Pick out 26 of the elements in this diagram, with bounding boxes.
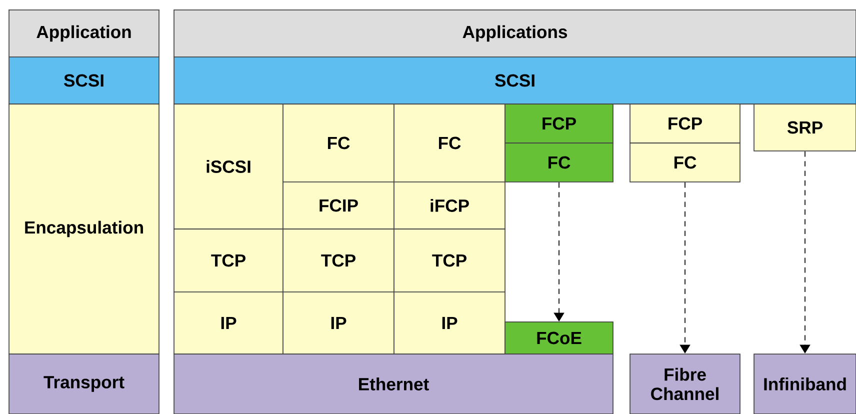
protocol-box: IP [174,292,284,354]
protocol-box: SRP [754,104,856,152]
layer-label: Encapsulation [8,104,160,354]
protocol-box: Fibre Channel [630,354,740,414]
protocol-box: FCP [504,104,614,144]
protocol-box: IP [282,292,394,354]
layer-label: SCSI [8,56,160,104]
protocol-box: FC [282,104,394,182]
protocol-box: FCIP [282,182,394,230]
protocol-box: Applications [174,10,856,58]
protocol-box: TCP [282,228,394,292]
protocol-box: Ethernet [174,354,614,414]
protocol-box: iSCSI [174,104,284,230]
protocol-box: TCP [394,228,506,292]
protocol-box: TCP [174,228,284,292]
layer-label: Transport [8,354,160,414]
protocol-box: IP [394,292,506,354]
protocol-box: FCoE [504,322,614,354]
protocol-box: SCSI [174,56,856,104]
protocol-box: FC [394,104,506,182]
layer-label: Application [8,10,160,58]
protocol-box: iFCP [394,182,506,230]
protocol-box: FC [630,142,740,182]
protocol-box: Infiniband [754,354,856,414]
protocol-box: FC [504,142,614,182]
protocol-box: FCP [630,104,740,144]
